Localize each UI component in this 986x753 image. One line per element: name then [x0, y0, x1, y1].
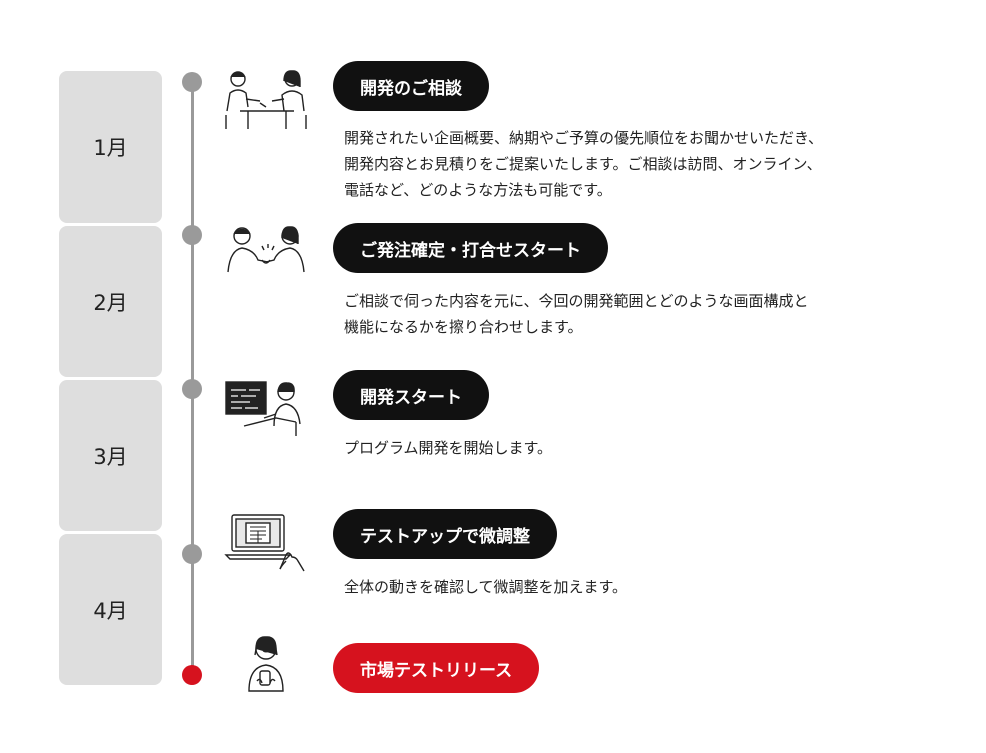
month-block-1: 1月	[59, 71, 162, 223]
handshake-icon	[224, 222, 308, 274]
description-line: 開発されたい企画概要、納期やご予算の優先順位をお聞かせいただき、	[344, 129, 823, 147]
step-pill-market-release: 市場テストリリース	[333, 643, 540, 693]
smartphone-user-icon	[245, 633, 287, 693]
description-line: 電話など、どのような方法も可能です。	[344, 181, 612, 199]
timeline-dot-3	[182, 379, 202, 399]
step-pill-dev-start: 開発スタート	[333, 370, 489, 420]
description-line: 全体の動きを確認して微調整を加えます。	[344, 578, 628, 596]
timeline-dot-1	[182, 72, 202, 92]
timeline-dot-4	[182, 544, 202, 564]
consultation-icon	[222, 67, 310, 133]
description-line: ご相談で伺った内容を元に、今回の開発範囲とどのような画面構成と	[344, 292, 809, 310]
step-pill-consultation: 開発のご相談	[333, 61, 489, 111]
timeline-dot-2	[182, 225, 202, 245]
month-block-4: 4月	[59, 534, 162, 685]
step-pill-test-adjust: テストアップで微調整	[333, 509, 557, 559]
step-description-test-adjust: 全体の動きを確認して微調整を加えます。	[344, 574, 944, 600]
programmer-icon	[224, 378, 304, 438]
step-description-order-confirmed: ご相談で伺った内容を元に、今回の開発範囲とどのような画面構成と 機能になるかを擦…	[344, 288, 944, 340]
timeline-line	[191, 82, 194, 674]
description-line: 開発内容とお見積りをご提案いたします。ご相談は訪問、オンライン、	[344, 155, 822, 173]
laptop-touch-icon	[224, 513, 308, 575]
month-block-3: 3月	[59, 380, 162, 531]
timeline-dot-release	[182, 665, 202, 685]
description-line: プログラム開発を開始します。	[344, 439, 553, 457]
month-block-2: 2月	[59, 226, 162, 377]
step-description-dev-start: プログラム開発を開始します。	[344, 435, 944, 461]
description-line: 機能になるかを擦り合わせします。	[344, 318, 583, 336]
step-pill-order-confirmed: ご発注確定・打合せスタート	[333, 223, 608, 273]
step-description-consultation: 開発されたい企画概要、納期やご予算の優先順位をお聞かせいただき、 開発内容とお見…	[344, 125, 944, 203]
